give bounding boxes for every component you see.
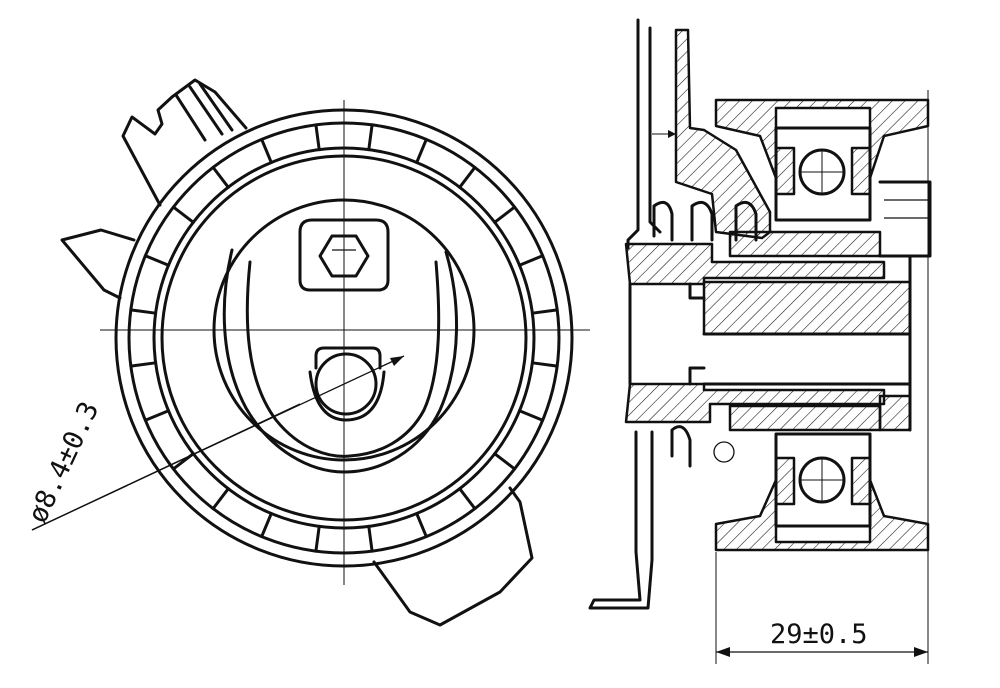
ring-slot [518,409,545,422]
lower-arm [372,486,534,627]
bracket-ear-top [121,78,248,207]
ring-slot [493,205,517,224]
ring-slot [530,361,559,368]
mounting-plate [588,18,662,610]
pointer-tab [60,228,136,300]
width-dimension [652,90,929,664]
eccentric-cam [222,248,459,474]
bushing-upper [624,242,886,286]
ring-slot [415,512,428,539]
diameter-dimension-label: ø8.4±0.3 [22,397,105,528]
bearing-lower [774,432,872,528]
ring-slot [260,137,273,164]
ring-slot [367,524,374,553]
ring-slot [415,137,428,164]
shaft-section [702,280,912,336]
bearing-upper [774,126,872,222]
ring-slot [171,205,195,224]
right-flange [878,180,932,432]
bore-outline [628,282,912,386]
ring-slot [143,254,170,267]
spring-coils [652,200,758,468]
ring-slot [314,524,321,553]
ring-slot [143,409,170,422]
center-lines [100,100,590,585]
ring-slot [493,452,517,471]
ring-slot [458,487,477,511]
ring-slot [129,308,158,315]
ring-slot [367,123,374,152]
ring-slot [129,361,158,368]
ring-slot [211,165,230,189]
inner-race-lower [728,404,882,432]
eccentric-bore [308,346,386,422]
diameter-dimension [31,355,405,531]
front-view: ø8.4±0.3 [22,78,590,627]
width-dimension-label: 29±0.5 [770,619,868,650]
ring-slot [458,165,477,189]
eccentric-inner-cam [245,260,441,458]
ring-slot [260,512,273,539]
bushing-lower [624,382,886,424]
inner-race-upper [728,230,882,258]
tension-arm [674,28,772,240]
section-view: 29±0.5 [588,18,932,664]
ring-slots [129,123,559,553]
ring-slot [530,308,559,315]
ring-slot [211,487,230,511]
ring-slot [518,254,545,267]
ring-slot [314,123,321,152]
